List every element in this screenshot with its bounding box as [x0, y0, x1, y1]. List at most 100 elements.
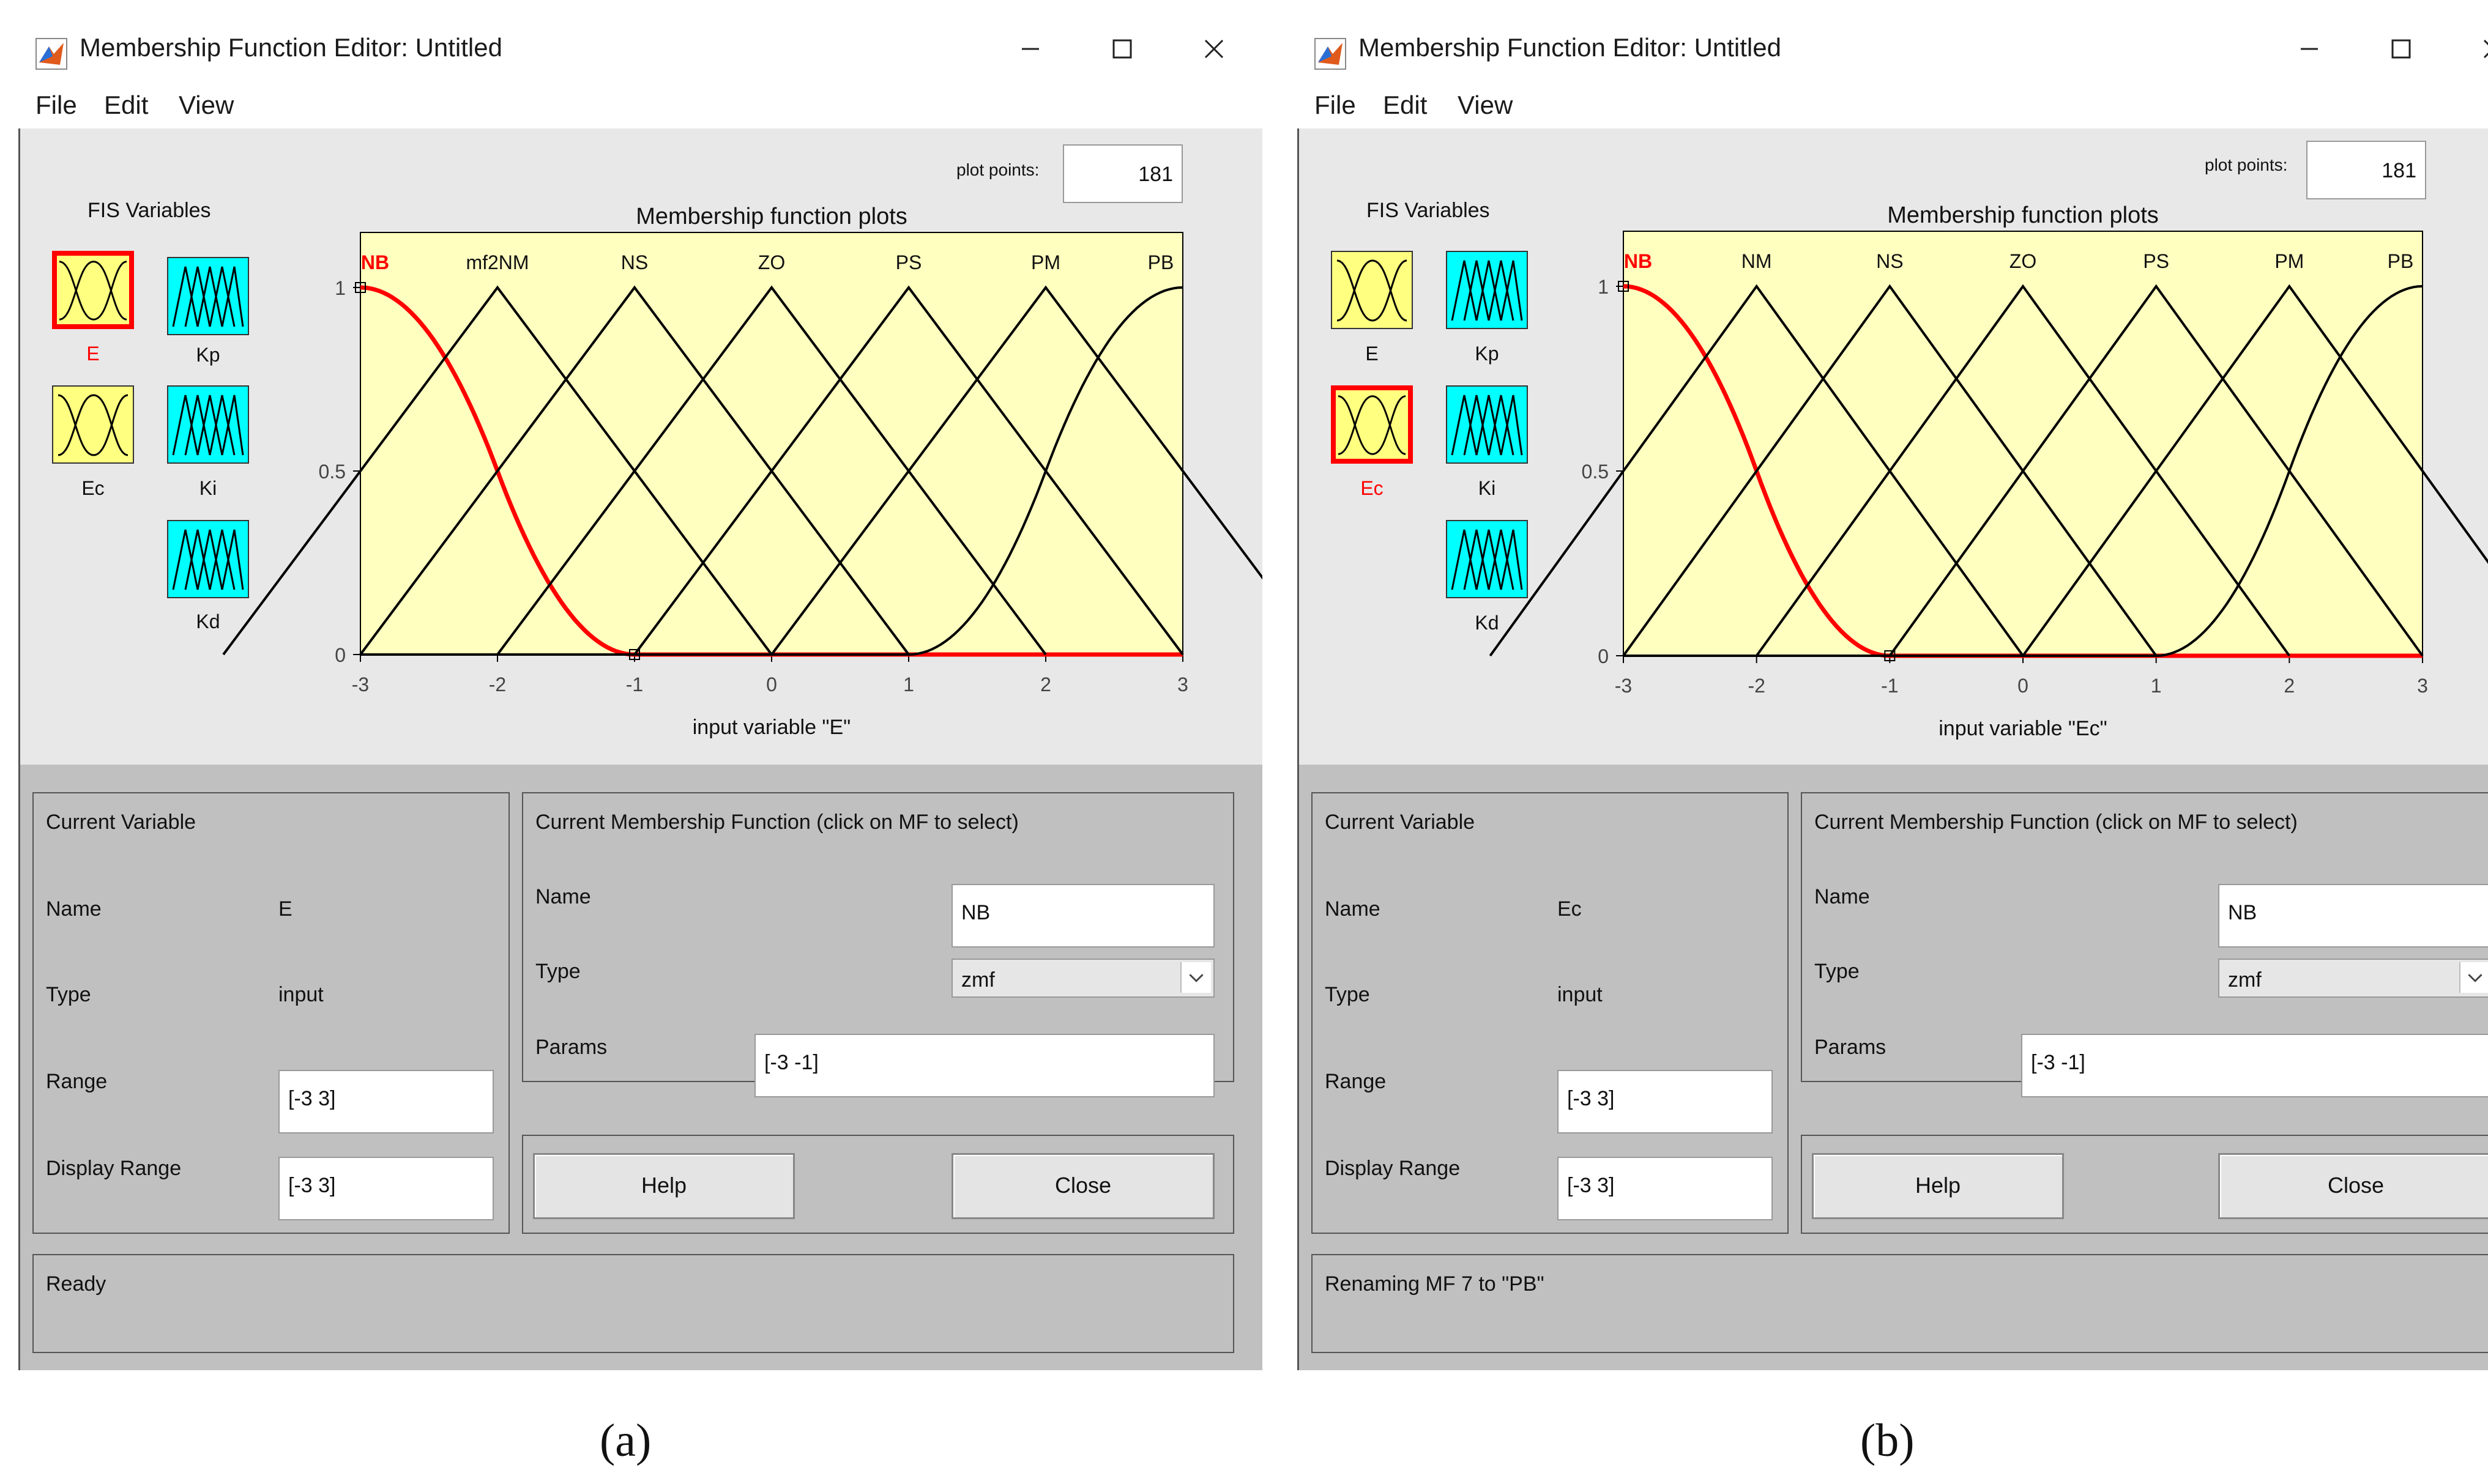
y-tick-label: 1 — [335, 277, 346, 299]
variable-tile-kd[interactable] — [167, 520, 249, 598]
mf-type-label: Type — [535, 960, 581, 983]
minimize-icon[interactable] — [2287, 27, 2331, 71]
params-input[interactable]: [-3 -1] — [754, 1034, 1215, 1097]
mf-curve — [633, 285, 1184, 656]
variable-tile-ec[interactable] — [52, 385, 134, 464]
variable-tile-ec[interactable] — [1331, 385, 1413, 464]
x-axis-label: input variable "Ec" — [1939, 717, 2107, 740]
mf-editor-window-b: Membership Function Editor: Untitled Fil… — [1297, 0, 2488, 1370]
variable-tile-ki[interactable] — [1446, 385, 1528, 464]
variable-label-kd: Kd — [196, 610, 220, 633]
caption-a: (a) — [600, 1415, 652, 1466]
mf-label: NS — [1876, 250, 1903, 272]
menu-view[interactable]: View — [179, 91, 234, 119]
x-tick-label: 0 — [2017, 675, 2028, 697]
close-icon[interactable] — [2471, 27, 2488, 71]
mf-label: mf2NM — [466, 251, 529, 273]
menu-bar: File Edit View — [1297, 80, 2488, 128]
current-variable-panel: Current Variable Name Ec Type input Rang… — [1311, 792, 1789, 1234]
mf-type-select[interactable]: zmf — [952, 959, 1215, 998]
mf-curve — [1756, 284, 2290, 657]
variable-label-ec: Ec — [81, 477, 105, 499]
close-button[interactable]: Close — [2218, 1153, 2488, 1219]
range-input[interactable]: [-3 3] — [1557, 1070, 1773, 1133]
mf-curve — [496, 285, 1047, 656]
menu-file[interactable]: File — [1314, 91, 1356, 119]
variable-name-value: E — [278, 897, 292, 921]
mf-name-input[interactable]: NB — [2218, 884, 2488, 948]
input-mf-icon — [58, 394, 128, 456]
variable-name-value: Ec — [1557, 897, 1582, 921]
variable-tile-e[interactable] — [52, 251, 134, 329]
fis-variables-label: FIS Variables — [88, 199, 211, 222]
output-mf-icon — [172, 266, 244, 327]
variable-tile-ki[interactable] — [167, 385, 249, 464]
range-input[interactable]: [-3 3] — [278, 1070, 494, 1133]
output-mf-icon — [172, 395, 244, 456]
mf-label: PS — [2143, 250, 2169, 272]
mf-name-input[interactable]: NB — [952, 884, 1215, 948]
name-label: Name — [1325, 897, 1380, 921]
y-tick-label: 0.5 — [1582, 461, 1609, 483]
x-tick-label: -2 — [1748, 675, 1765, 697]
fis-variables-label: FIS Variables — [1366, 199, 1490, 222]
display-range-input[interactable]: [-3 3] — [278, 1157, 494, 1220]
variable-label-e: E — [86, 343, 100, 365]
close-icon[interactable] — [1192, 27, 1236, 71]
mf-curve — [222, 285, 773, 656]
maximize-icon[interactable] — [1100, 27, 1144, 71]
menu-file[interactable]: File — [35, 91, 77, 119]
mf-label: PB — [2388, 250, 2414, 272]
current-variable-header: Current Variable — [1325, 811, 1475, 834]
mf-curve — [1622, 284, 2158, 657]
mf-label: PS — [896, 251, 922, 273]
variable-tile-kp[interactable] — [167, 257, 249, 335]
input-mf-icon — [59, 261, 127, 321]
variable-tile-e[interactable] — [1331, 251, 1413, 329]
menu-view[interactable]: View — [1458, 91, 1513, 119]
output-mf-icon — [172, 529, 244, 590]
x-tick-label: 1 — [2151, 675, 2162, 697]
params-input[interactable]: [-3 -1] — [2021, 1034, 2488, 1097]
mf-label: NB — [361, 251, 389, 273]
x-tick-label: -3 — [352, 673, 369, 696]
variable-tile-kd[interactable] — [1446, 520, 1528, 598]
current-mf-header: Current Membership Function (click on MF… — [1814, 811, 2298, 834]
variable-label-ec: Ec — [1360, 477, 1384, 499]
close-button[interactable]: Close — [952, 1153, 1215, 1219]
mf-label: ZO — [758, 251, 785, 273]
mf-type-select[interactable]: zmf — [2218, 959, 2488, 998]
plot-points-input[interactable]: 181 — [2306, 141, 2426, 199]
mf-type-value: zmf — [2228, 968, 2262, 992]
type-label: Type — [46, 983, 91, 1006]
mf-label: NM — [1741, 250, 1772, 272]
type-label: Type — [1325, 983, 1370, 1006]
editor-client-area: FIS Variables E Kp Ec Ki Kd Membership f… — [1297, 128, 2488, 1370]
chevron-down-icon[interactable] — [2459, 962, 2488, 993]
mf-type-label: Type — [1814, 960, 1860, 983]
variable-label-e: E — [1365, 343, 1379, 365]
help-button[interactable]: Help — [1812, 1153, 2064, 1219]
editor-client-area: FIS Variables E Kp Ec Ki Kd Membership f… — [18, 128, 1262, 1370]
x-tick-label: -1 — [1881, 675, 1898, 697]
menu-edit[interactable]: Edit — [1383, 91, 1428, 119]
help-button[interactable]: Help — [533, 1153, 795, 1219]
x-tick-label: 0 — [766, 673, 777, 696]
window-title: Membership Function Editor: Untitled — [80, 33, 502, 62]
minimize-icon[interactable] — [1008, 27, 1052, 71]
mf-label: PM — [2274, 250, 2304, 272]
plot-points-input[interactable]: 181 — [1063, 144, 1183, 203]
menu-edit[interactable]: Edit — [104, 91, 149, 119]
variable-tile-kp[interactable] — [1446, 251, 1528, 329]
mf-name-label: Name — [535, 885, 591, 908]
maximize-icon[interactable] — [2379, 27, 2423, 71]
variable-type-value: input — [278, 983, 324, 1006]
output-mf-icon — [1451, 260, 1523, 321]
range-label: Range — [46, 1070, 108, 1093]
button-panel: Help Close — [1801, 1135, 2488, 1234]
window-title: Membership Function Editor: Untitled — [1358, 33, 1781, 62]
chevron-down-icon[interactable] — [1180, 962, 1211, 993]
display-range-input[interactable]: [-3 3] — [1557, 1157, 1773, 1220]
